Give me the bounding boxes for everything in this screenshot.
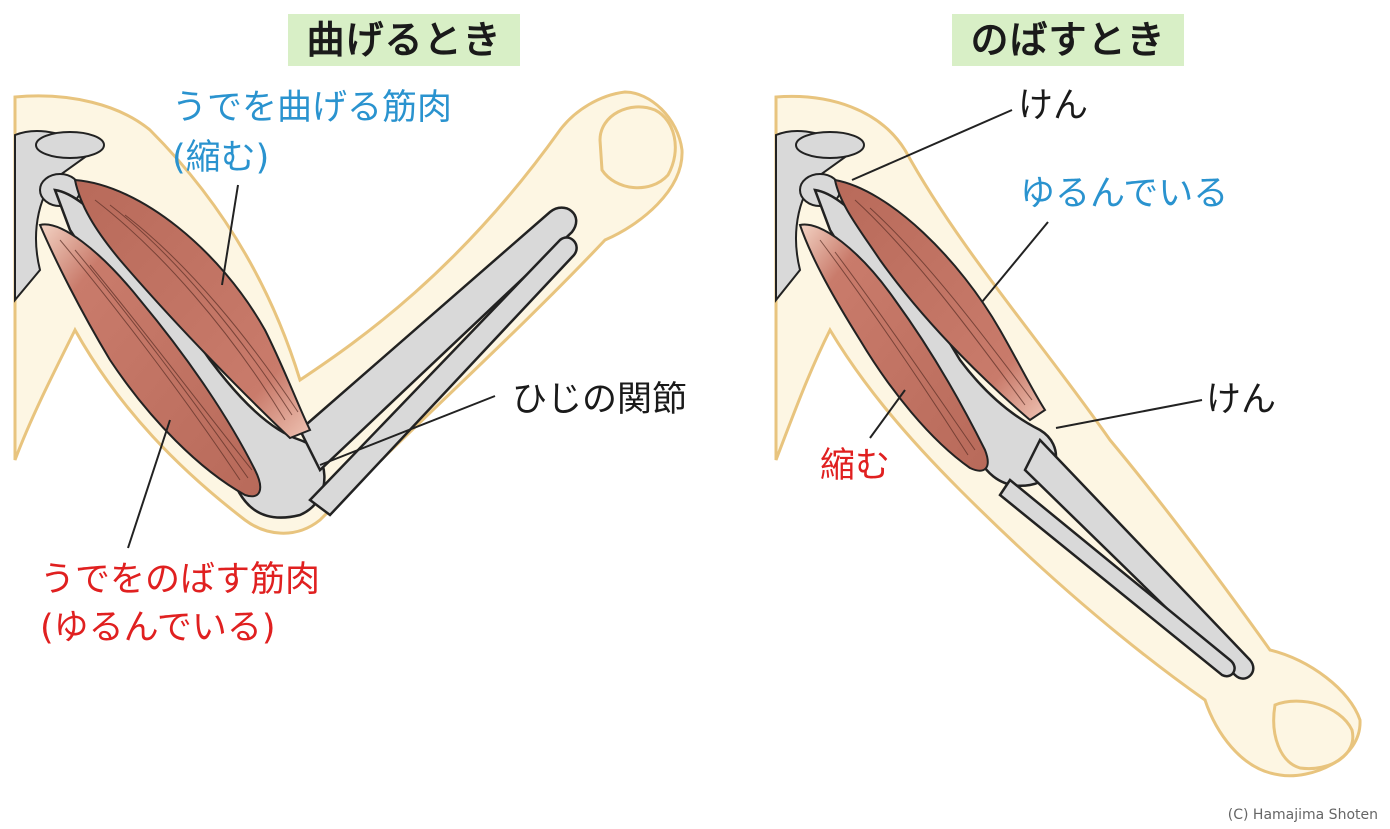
bent-ulna bbox=[308, 236, 578, 517]
flexor-pointer-line bbox=[221, 184, 239, 286]
straight-ulna bbox=[998, 478, 1236, 678]
extensor-label-line2: (ゆるんでいる) bbox=[40, 608, 276, 648]
bent-clavicle bbox=[35, 131, 105, 159]
extensor-label-line1: うでをのばす筋肉 bbox=[40, 560, 321, 600]
flexor-label-line1: うでを曲げる筋肉 bbox=[172, 88, 453, 128]
straight-radius bbox=[1023, 437, 1255, 680]
straight-arm-illustration bbox=[774, 94, 1362, 778]
flexor-label-line2: (縮む) bbox=[172, 138, 270, 178]
bent-arm-illustration bbox=[13, 90, 684, 549]
copyright: (C) Hamajima Shoten bbox=[1227, 807, 1378, 823]
contract-pointer-line bbox=[869, 389, 906, 439]
straight-clavicle bbox=[795, 131, 865, 159]
bent-fist bbox=[598, 105, 677, 190]
relaxed-label: ゆるんでいる bbox=[1020, 174, 1229, 214]
contract-label: 縮む bbox=[820, 446, 891, 486]
straight-fist bbox=[1272, 699, 1355, 771]
straight-biceps bbox=[833, 178, 1047, 422]
bent-radius bbox=[298, 206, 578, 473]
tendon-top-label: けん bbox=[1018, 86, 1089, 126]
straight-triceps bbox=[798, 223, 989, 472]
extend-title: のばすとき bbox=[952, 14, 1184, 66]
tendon-bottom-label: けん bbox=[1206, 380, 1277, 420]
bent-biceps bbox=[73, 178, 312, 440]
extensor-pointer-line bbox=[127, 419, 171, 549]
joint-pointer-line bbox=[319, 395, 496, 466]
bend-title: 曲げるとき bbox=[288, 14, 520, 66]
tendon-bottom-pointer-line bbox=[1055, 399, 1203, 429]
relaxed-pointer-line bbox=[981, 221, 1049, 303]
tendon-top-pointer-line bbox=[851, 109, 1013, 181]
joint-label: ひじの関節 bbox=[512, 380, 688, 420]
